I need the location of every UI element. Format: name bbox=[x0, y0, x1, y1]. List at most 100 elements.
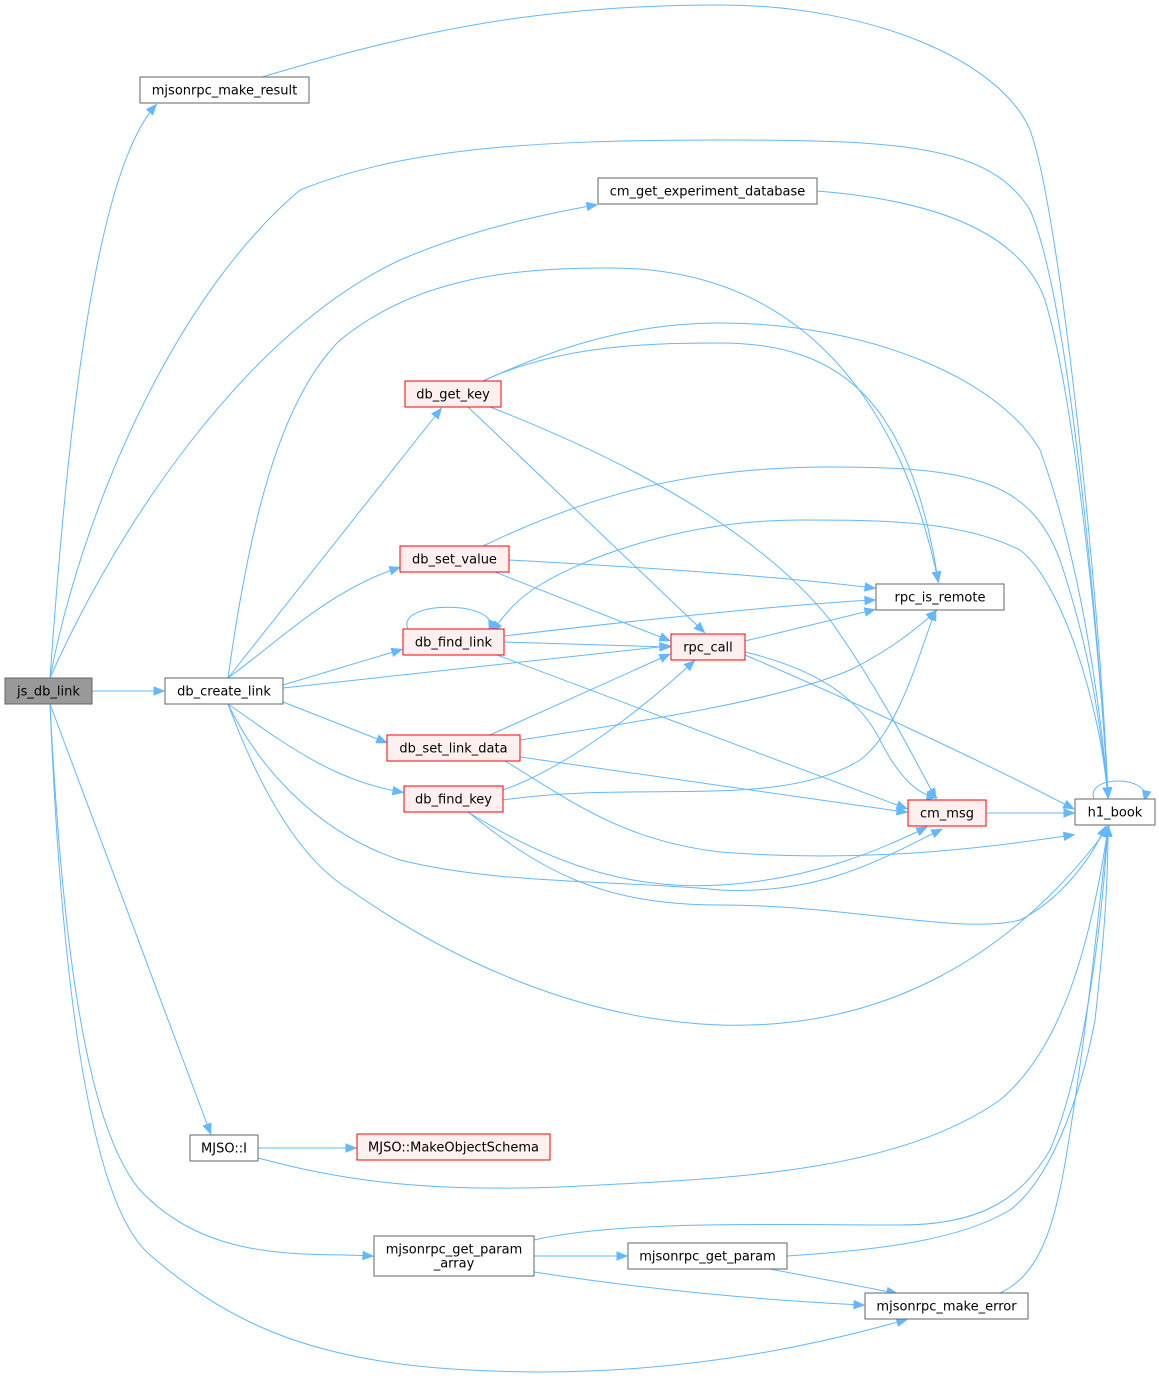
edge-mjsonrpc_get_param_array-to-mjsonrpc_make_error bbox=[533, 1271, 866, 1310]
node-box bbox=[386, 734, 521, 762]
edge-db_get_key-to-rpc_is_remote bbox=[482, 342, 942, 584]
node-db-create-link[interactable]: db_create_link bbox=[164, 677, 284, 705]
edge-db_create_link-to-db_find_key bbox=[227, 703, 405, 796]
node-label: mjsonrpc_make_result bbox=[152, 84, 297, 99]
node-rpc-call[interactable]: rpc_call bbox=[670, 633, 746, 661]
node-label: db_create_link bbox=[177, 685, 271, 700]
edge-mjsonrpc_get_param-to-h1_book bbox=[786, 824, 1113, 1257]
node-label: db_get_key bbox=[416, 388, 490, 403]
edge-db_get_key-to-h1_book bbox=[482, 322, 1113, 800]
node-mjsonrpc-get-param[interactable]: mjsonrpc_get_param bbox=[627, 1242, 788, 1270]
node-label: mjsonrpc_get_param bbox=[639, 1250, 776, 1265]
edge-js_db_link-to-mjsonrpc_make_result bbox=[49, 103, 158, 679]
node-mjsonrpc-make-result[interactable]: mjsonrpc_make_result bbox=[139, 76, 310, 104]
edge-db_find_link-to-rpc_call bbox=[503, 641, 672, 652]
edge-db_set_value-to-h1_book bbox=[482, 466, 1112, 800]
node-db-get-key[interactable]: db_get_key bbox=[404, 380, 502, 408]
node-js-db-link[interactable]: js_db_link bbox=[4, 677, 93, 705]
node-mjsonrpc-make-error[interactable]: mjsonrpc_make_error bbox=[864, 1292, 1029, 1320]
node-label: h1_book bbox=[1088, 806, 1143, 821]
edge-rpc_call-to-rpc_is_remote bbox=[744, 607, 877, 642]
node-label: js_db_link bbox=[16, 685, 80, 700]
edge-db_create_link-to-db_set_link_data bbox=[282, 701, 389, 744]
node-box bbox=[597, 177, 818, 205]
node-label: rpc_is_remote bbox=[895, 591, 986, 606]
node-box bbox=[1074, 798, 1156, 826]
edge-db_set_value-to-rpc_is_remote bbox=[508, 559, 877, 592]
node-label: _array bbox=[433, 1257, 475, 1272]
edge-js_db_link-to-db_create_link bbox=[92, 686, 166, 696]
edge-db_find_key-to-cm_msg bbox=[467, 811, 929, 887]
edge-db_set_value-to-rpc_call bbox=[494, 571, 672, 642]
node-label: rpc_call bbox=[683, 641, 733, 656]
node-db-find-key[interactable]: db_find_key bbox=[403, 785, 504, 813]
node-box bbox=[164, 677, 284, 705]
edge-rpc_call-to-h1_book bbox=[744, 654, 1075, 810]
edge-cm_msg-to-h1_book bbox=[986, 808, 1076, 818]
edge-js_db_link-to-mjso_i bbox=[49, 703, 212, 1136]
edge-cm_get_experiment_database-to-h1_book bbox=[816, 190, 1113, 800]
node-box bbox=[627, 1242, 788, 1270]
node-label: mjsonrpc_make_error bbox=[876, 1300, 1017, 1315]
edge-mjso_i-to-mjso_make_object_schema bbox=[258, 1143, 358, 1153]
node-box bbox=[875, 583, 1005, 611]
node-box bbox=[356, 1133, 551, 1161]
edge-db_find_key-to-rpc_call bbox=[502, 659, 696, 791]
node-box bbox=[403, 785, 504, 813]
node-label: cm_get_experiment_database bbox=[610, 185, 806, 200]
node-box bbox=[864, 1292, 1029, 1320]
edge-db_create_link-to-db_find_link bbox=[282, 647, 404, 686]
node-box bbox=[189, 1134, 259, 1162]
edge-db_get_key-to-rpc_call bbox=[467, 406, 706, 634]
edge-db_set_link_data-to-cm_msg bbox=[519, 756, 909, 816]
node-mjso-i[interactable]: MJSO::I bbox=[189, 1134, 259, 1162]
edge-db_set_link_data-to-h1_book bbox=[504, 760, 1076, 857]
node-mjso-make-object-schema[interactable]: MJSO::MakeObjectSchema bbox=[356, 1133, 551, 1161]
node-db-set-value[interactable]: db_set_value bbox=[399, 545, 510, 573]
edge-h1_book-to-h1_book bbox=[1092, 780, 1152, 803]
node-box bbox=[399, 545, 510, 573]
edge-mjsonrpc_make_result-to-h1_book bbox=[261, 4, 1113, 800]
node-rpc-is-remote[interactable]: rpc_is_remote bbox=[875, 583, 1005, 611]
node-label: db_set_value bbox=[412, 553, 497, 568]
edge-db_set_link_data-to-rpc_call bbox=[489, 653, 672, 736]
edge-mjsonrpc_make_error-to-h1_book bbox=[999, 824, 1112, 1294]
node-box bbox=[402, 628, 505, 656]
node-label: mjsonrpc_get_param bbox=[386, 1243, 523, 1258]
node-label: cm_msg bbox=[920, 807, 974, 822]
node-mjsonrpc-get-param-array[interactable]: mjsonrpc_get_param_array bbox=[373, 1235, 535, 1277]
node-db-find-link[interactable]: db_find_link bbox=[402, 628, 505, 656]
edge-db_create_link-to-db_get_key bbox=[227, 407, 443, 679]
edge-h1_book-to-db_find_link bbox=[490, 519, 1109, 800]
edge-db_create_link-to-cm_msg bbox=[227, 703, 943, 891]
edge-mjsonrpc_get_param_array-to-mjsonrpc_get_param bbox=[534, 1251, 629, 1261]
node-label: db_find_link bbox=[415, 636, 493, 651]
edge-rpc_call-to-cm_msg bbox=[744, 651, 939, 801]
edge-db_find_link-to-db_find_link bbox=[406, 606, 498, 633]
node-cm-get-experiment-database[interactable]: cm_get_experiment_database bbox=[597, 177, 818, 205]
edge-js_db_link-to-cm_get_experiment_database bbox=[49, 201, 599, 679]
node-label: db_set_link_data bbox=[399, 742, 507, 757]
edge-db_create_link-to-rpc_is_remote bbox=[227, 267, 941, 679]
edge-db_create_link-to-h1_book bbox=[227, 703, 1110, 1026]
edge-mjsonrpc_get_param_array-to-h1_book bbox=[533, 824, 1113, 1241]
node-box bbox=[373, 1235, 535, 1277]
edge-db_find_key-to-h1_book bbox=[467, 811, 1107, 925]
edge-db_find_key-to-rpc_is_remote bbox=[502, 608, 937, 801]
edge-js_db_link-to-mjsonrpc_get_param_array bbox=[49, 703, 375, 1261]
node-box bbox=[139, 76, 310, 104]
node-label: db_find_key bbox=[415, 793, 492, 808]
node-label: MJSO::MakeObjectSchema bbox=[368, 1141, 539, 1156]
node-label: MJSO::I bbox=[201, 1142, 247, 1157]
edge-mjsonrpc_get_param-to-mjsonrpc_make_error bbox=[769, 1268, 899, 1297]
node-h1-book[interactable]: h1_book bbox=[1074, 798, 1156, 826]
edge-db_find_link-to-rpc_is_remote bbox=[503, 595, 877, 637]
node-db-set-link-data[interactable]: db_set_link_data bbox=[386, 734, 521, 762]
edge-db_find_link-to-cm_msg bbox=[496, 654, 909, 810]
edges-layer bbox=[49, 4, 1152, 1373]
node-box bbox=[907, 799, 987, 827]
node-cm-msg[interactable]: cm_msg bbox=[907, 799, 987, 827]
nodes-layer: js_db_link mjsonrpc_make_result cm_get_exp… bbox=[4, 76, 1156, 1320]
node-box bbox=[404, 380, 502, 408]
